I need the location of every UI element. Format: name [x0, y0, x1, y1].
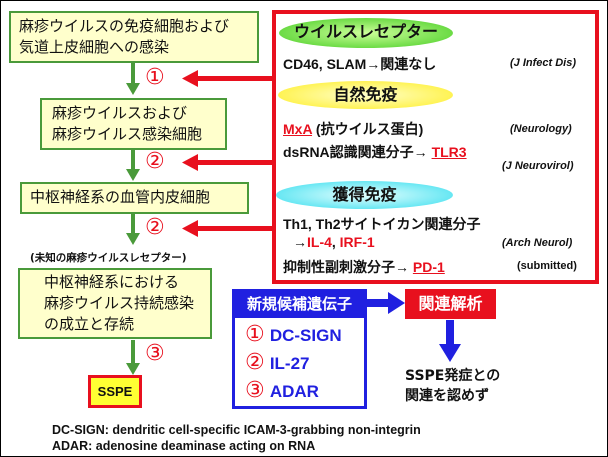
candidate-item: ① DC-SIGN	[245, 322, 364, 350]
step-text: 気道上皮細胞への感染	[19, 38, 170, 56]
innate-heading: 自然免疫	[278, 81, 453, 109]
candidate-item: ② IL-27	[245, 350, 364, 378]
footnotes: DC-SIGN: dendritic cell-specific ICAM-3-…	[52, 422, 421, 454]
step-text: 中枢神経系における	[44, 273, 180, 291]
arrow-text: →	[293, 234, 307, 250]
marker-2: ②	[145, 149, 165, 174]
th-line: Th1, Th2サイトイカン関連分子	[283, 216, 481, 232]
candidate-num: ①	[245, 322, 265, 347]
step-text: 麻疹ウイルス感染細胞	[52, 125, 203, 143]
th-genes-line: →IL-4, IRF-1	[293, 234, 375, 250]
step-persistent-box: 中枢神経系における 麻疹ウイルス持続感染 の成立と存続	[18, 268, 212, 339]
mxa-gene: MxA	[283, 121, 313, 137]
green-arrow-2	[126, 150, 140, 181]
findings-panel	[272, 10, 599, 284]
dsrna-line: dsRNA認識関連分子→ TLR3	[283, 142, 467, 162]
candidate-name: DC-SIGN	[269, 326, 342, 345]
step-text: 麻疹ウイルスの免疫細胞および	[19, 17, 230, 35]
candidate-num: ②	[245, 350, 265, 375]
sspe-box: SSPE	[88, 375, 142, 408]
result-text: 関連を認めず	[405, 388, 489, 404]
candidate-item: ③ ADAR	[245, 378, 364, 406]
candidate-genes-box: 新規候補遺伝子 ① DC-SIGN ② IL-27 ③ ADAR	[232, 289, 367, 409]
mxa-line: MxA (抗ウイルス蛋白)	[283, 119, 423, 139]
blue-arrow-right	[366, 292, 405, 314]
mxa-desc: (抗ウイルス蛋白)	[312, 121, 424, 137]
step-infection-box: 麻疹ウイルスの免疫細胞および 気道上皮細胞への感染	[9, 11, 259, 63]
step-text: 麻疹ウイルスおよび	[52, 104, 188, 122]
step-text: の成立と存続	[44, 315, 135, 333]
pd1-cite: (submitted)	[517, 260, 577, 272]
candidate-title: 新規候補遺伝子	[235, 292, 364, 318]
green-arrow-4	[126, 340, 140, 375]
receptor-cite: (J Infect Dis)	[510, 57, 577, 69]
th-cite: (Arch Neurol)	[502, 237, 573, 249]
comma: ,	[331, 234, 340, 250]
association-analysis-box: 関連解析	[405, 289, 496, 319]
mxa-cite: (Neurology)	[510, 123, 572, 135]
footnote: DC-SIGN: dendritic cell-specific ICAM-3-…	[52, 423, 421, 437]
marker-2b: ②	[145, 215, 165, 240]
candidate-num: ③	[245, 378, 265, 403]
red-arrow-1	[182, 70, 276, 87]
step-virus-box: 麻疹ウイルスおよび 麻疹ウイルス感染細胞	[40, 98, 227, 150]
irf1-gene: IRF-1	[339, 234, 375, 250]
inhib-desc: 抑制性副刺激分子→	[283, 259, 413, 275]
footnote: ADAR: adenosine deaminase acting on RNA	[52, 439, 316, 453]
receptor-heading: ウイルスレセプター	[279, 18, 453, 48]
acquired-heading: 獲得免疫	[276, 181, 453, 209]
red-arrow-3	[182, 220, 276, 237]
green-arrow-3	[126, 214, 140, 245]
il4-gene: IL-4	[307, 234, 332, 250]
marker-1: ①	[145, 65, 165, 90]
candidate-name: IL-27	[269, 354, 310, 373]
receptor-line: CD46, SLAM→関連なし	[283, 56, 437, 72]
dsrna-desc: dsRNA認識関連分子→	[283, 144, 432, 160]
inhib-line: 抑制性副刺激分子→ PD-1	[283, 257, 445, 277]
tlr3-gene: TLR3	[431, 144, 467, 160]
analysis-result: SSPE発症との 関連を認めず	[405, 366, 500, 406]
candidate-name: ADAR	[269, 382, 319, 401]
step-text: 中枢神経系の血管内皮細胞	[30, 188, 211, 206]
unknown-receptor-note: (未知の麻疹ウイルスレセプター)	[30, 252, 187, 264]
pd1-gene: PD-1	[412, 259, 445, 275]
step-text: 麻疹ウイルス持続感染	[44, 294, 195, 312]
green-arrow-1	[126, 62, 140, 95]
result-text: SSPE発症との	[405, 368, 501, 384]
tlr3-cite: (J Neurovirol)	[502, 160, 574, 172]
red-arrow-2	[182, 154, 276, 171]
blue-arrow-down	[439, 320, 461, 362]
step-endothelial-box: 中枢神経系の血管内皮細胞	[20, 182, 249, 214]
marker-3: ③	[145, 341, 165, 366]
